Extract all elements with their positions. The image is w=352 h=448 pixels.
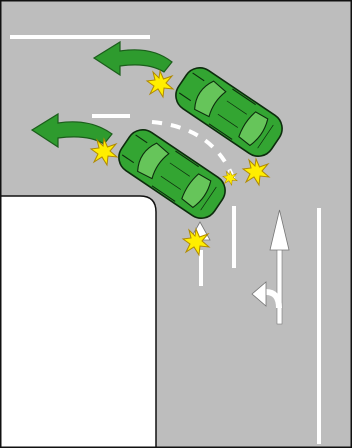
lane-arrow-straight-icon bbox=[269, 209, 290, 325]
stop-line-middle bbox=[92, 114, 130, 118]
stop-line-top bbox=[10, 35, 150, 39]
lane-arrow-left-turn-icon bbox=[251, 281, 282, 309]
curb-block bbox=[0, 195, 157, 448]
lane-line-right bbox=[317, 208, 321, 444]
direction-arrow-upper-icon bbox=[92, 40, 173, 77]
lane-line-left-short bbox=[199, 250, 203, 286]
lane-line-center bbox=[232, 206, 236, 268]
direction-arrow-lower-icon bbox=[30, 112, 113, 149]
